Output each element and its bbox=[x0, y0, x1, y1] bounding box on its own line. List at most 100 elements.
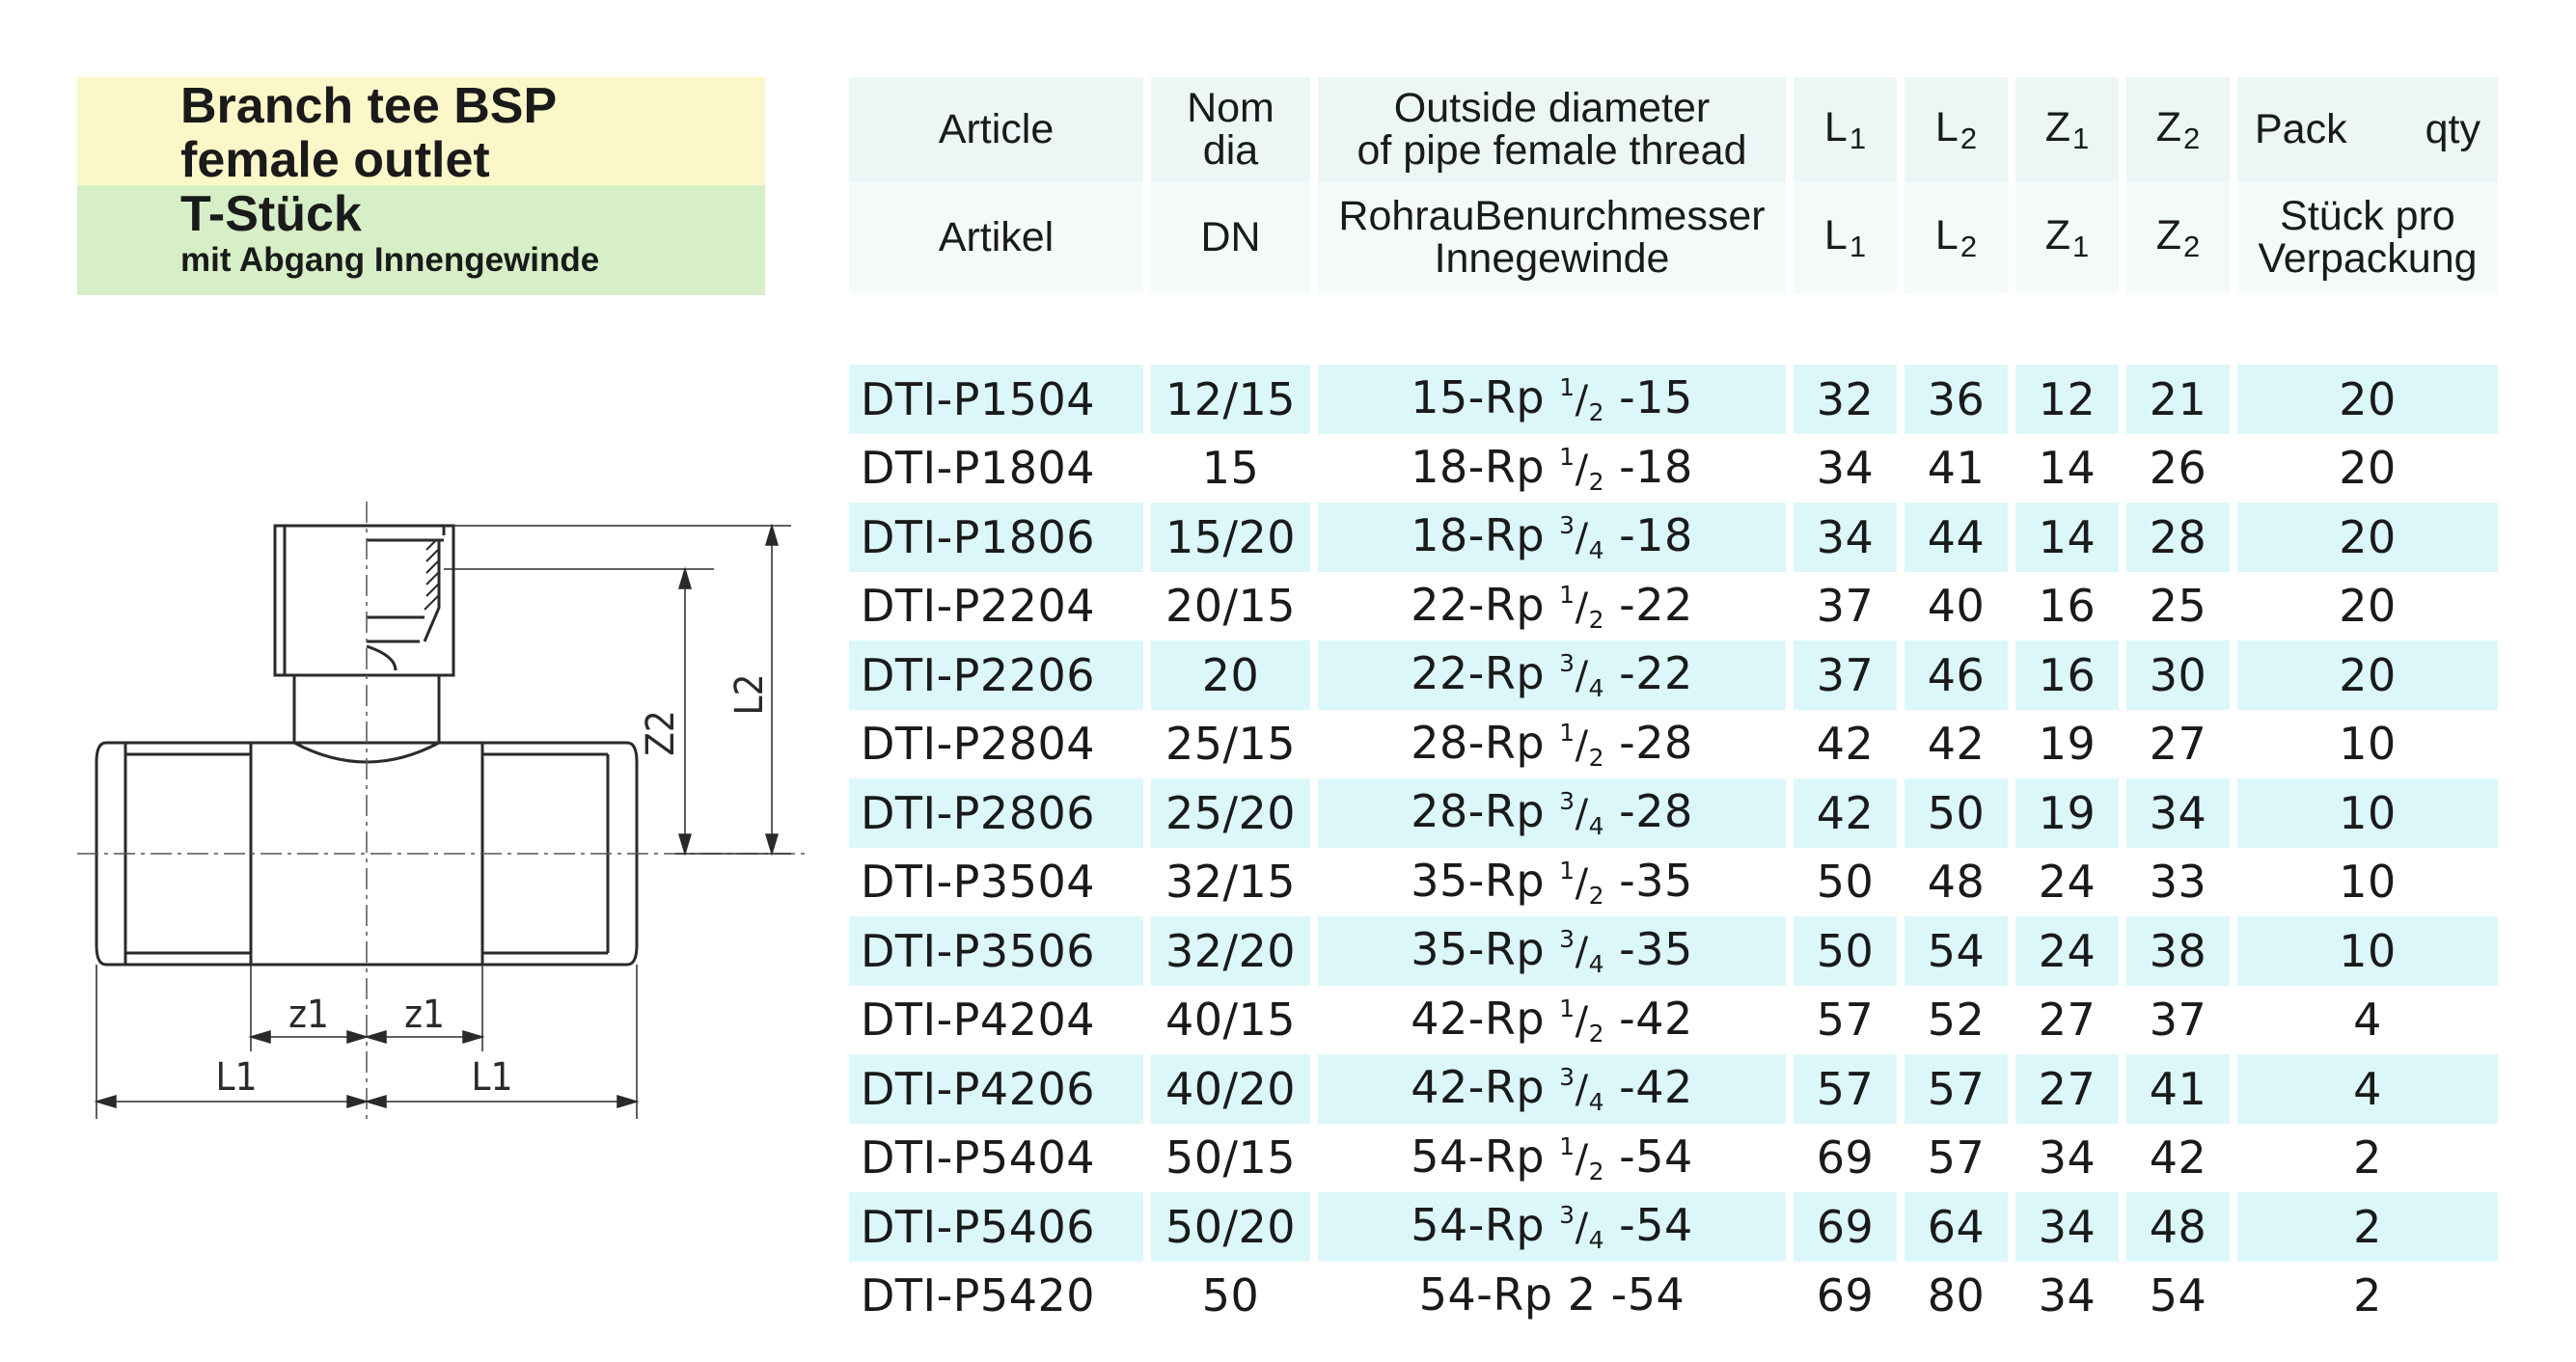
cell-z1: 16 bbox=[2015, 640, 2119, 710]
cell-article: DTI-P2204 bbox=[861, 580, 1095, 633]
cell-article: DTI-P4204 bbox=[861, 994, 1095, 1047]
dim-label-z1-left: z1 bbox=[288, 993, 329, 1037]
cell-l1: 32 bbox=[1794, 365, 1897, 434]
cell-l2: 48 bbox=[1927, 856, 1986, 909]
cell-z1: 12 bbox=[2015, 365, 2119, 434]
title-de-line2: mit Abgang Innengewinde bbox=[180, 241, 600, 279]
cell-pack-qty: 10 bbox=[2339, 856, 2397, 909]
cell-z2: 48 bbox=[2126, 1192, 2230, 1262]
table-row: DTI-P2806 25/20 28-Rp 3/4 -28 42 50 19 3… bbox=[849, 778, 2498, 848]
header-z1: Z1 bbox=[2015, 77, 2119, 181]
cell-thread: 42-Rp 1/2 -42 bbox=[1411, 992, 1693, 1048]
table-row: DTI-P3504 32/15 35-Rp 1/2 -35 50 48 24 3… bbox=[849, 848, 2498, 917]
cell-z1: 19 bbox=[2038, 718, 2096, 771]
cell-article: DTI-P1504 bbox=[849, 365, 1143, 434]
cell-thread: 54-Rp 1/2 -54 bbox=[1411, 1130, 1693, 1185]
cell-l2: 52 bbox=[1927, 994, 1986, 1047]
cell-l2: 44 bbox=[1905, 503, 2008, 572]
cell-z2: 26 bbox=[2149, 442, 2207, 495]
cell-pack-qty: 20 bbox=[2339, 442, 2397, 495]
title-box: Branch tee BSP female outlet T-Stück mit… bbox=[77, 77, 765, 295]
cell-dn: 32/20 bbox=[1151, 916, 1310, 986]
title-english: Branch tee BSP female outlet bbox=[77, 77, 765, 187]
cell-z2: 38 bbox=[2126, 916, 2230, 986]
cell-z1: 34 bbox=[2015, 1192, 2119, 1262]
cell-pack-qty: 10 bbox=[2237, 778, 2498, 848]
cell-thread: 18-Rp 1/2 -18 bbox=[1411, 440, 1693, 496]
cell-l1: 50 bbox=[1794, 916, 1897, 986]
cell-dn: 25/15 bbox=[1165, 718, 1297, 771]
header-de-z2: Z2 bbox=[2126, 181, 2230, 293]
cell-z1: 14 bbox=[2038, 442, 2096, 495]
cell-l2: 64 bbox=[1905, 1192, 2008, 1262]
table-row: DTI-P5404 50/15 54-Rp 1/2 -54 69 57 34 4… bbox=[849, 1124, 2498, 1193]
branch-nut bbox=[273, 524, 455, 677]
cell-thread: 28-Rp 3/4 -28 bbox=[1318, 778, 1786, 848]
cell-l2: 41 bbox=[1927, 442, 1986, 495]
cell-pack-qty: 2 bbox=[2353, 1269, 2382, 1322]
cell-z2: 33 bbox=[2149, 856, 2207, 909]
cell-pack-qty: 4 bbox=[2353, 994, 2382, 1047]
cell-pack-qty: 20 bbox=[2339, 580, 2397, 633]
table-row: DTI-P5406 50/20 54-Rp 3/4 -54 69 64 34 4… bbox=[849, 1192, 2498, 1262]
cell-l2: 36 bbox=[1905, 365, 2008, 434]
cell-article: DTI-P5404 bbox=[861, 1131, 1095, 1185]
cell-dn: 20/15 bbox=[1165, 580, 1297, 633]
cell-pack-qty: 20 bbox=[2237, 365, 2498, 434]
header-artikel: Artikel bbox=[849, 181, 1143, 293]
cell-article: DTI-P5406 bbox=[849, 1192, 1143, 1262]
cell-l1: 37 bbox=[1816, 580, 1875, 633]
cell-pack-qty: 20 bbox=[2237, 640, 2498, 710]
header-de-l1: L1 bbox=[1794, 181, 1897, 293]
right-socket bbox=[480, 741, 639, 967]
cell-l2: 80 bbox=[1927, 1269, 1986, 1322]
cell-z2: 25 bbox=[2149, 580, 2207, 633]
cell-dn: 12/15 bbox=[1151, 365, 1310, 434]
cell-dn: 50/15 bbox=[1165, 1131, 1297, 1185]
cell-dn: 32/15 bbox=[1165, 856, 1297, 909]
cell-thread: 15-Rp 1/2 -15 bbox=[1318, 365, 1786, 434]
cell-l1: 69 bbox=[1816, 1131, 1875, 1185]
table-row: DTI-P1504 12/15 15-Rp 1/2 -15 32 36 12 2… bbox=[849, 365, 2498, 434]
cell-thread: 54-Rp 3/4 -54 bbox=[1318, 1192, 1786, 1262]
table-body: DTI-P1504 12/15 15-Rp 1/2 -15 32 36 12 2… bbox=[849, 365, 2498, 1330]
cell-pack-qty: 10 bbox=[2237, 916, 2498, 986]
table-row: DTI-P4204 40/15 42-Rp 1/2 -42 57 52 27 3… bbox=[849, 986, 2498, 1055]
cell-dn: 40/15 bbox=[1165, 994, 1297, 1047]
cell-z2: 27 bbox=[2149, 718, 2207, 771]
cell-z2: 37 bbox=[2149, 994, 2207, 1047]
cell-article: DTI-P3506 bbox=[849, 916, 1143, 986]
cell-article: DTI-P1804 bbox=[861, 442, 1095, 495]
cell-l1: 42 bbox=[1794, 778, 1897, 848]
table-row: DTI-P2204 20/15 22-Rp 1/2 -22 37 40 16 2… bbox=[849, 572, 2498, 641]
cell-thread: 22-Rp 3/4 -22 bbox=[1318, 640, 1786, 710]
dim-label-l2: L2 bbox=[727, 674, 772, 716]
table-row: DTI-P1804 15 18-Rp 1/2 -18 34 41 14 26 2… bbox=[849, 434, 2498, 504]
cell-thread: 18-Rp 3/4 -18 bbox=[1318, 503, 1786, 572]
cell-l1: 69 bbox=[1794, 1192, 1897, 1262]
cell-article: DTI-P2806 bbox=[849, 778, 1143, 848]
cell-z2: 21 bbox=[2126, 365, 2230, 434]
cell-z1: 16 bbox=[2038, 580, 2096, 633]
cell-z2: 28 bbox=[2126, 503, 2230, 572]
cell-l1: 34 bbox=[1816, 442, 1875, 495]
cell-article: DTI-P2804 bbox=[861, 718, 1095, 771]
cell-z1: 19 bbox=[2015, 778, 2119, 848]
cell-z2: 41 bbox=[2126, 1054, 2230, 1124]
cell-dn: 25/20 bbox=[1151, 778, 1310, 848]
table-row: DTI-P2206 20 22-Rp 3/4 -22 37 46 16 30 2… bbox=[849, 640, 2498, 710]
cell-pack-qty: 2 bbox=[2353, 1131, 2382, 1185]
cell-pack-qty: 20 bbox=[2237, 503, 2498, 572]
cell-z2: 34 bbox=[2126, 778, 2230, 848]
cell-l1: 37 bbox=[1794, 640, 1897, 710]
cell-l2: 42 bbox=[1927, 718, 1986, 771]
cell-z1: 34 bbox=[2038, 1131, 2096, 1185]
dim-label-l1-right: L1 bbox=[472, 1055, 513, 1100]
